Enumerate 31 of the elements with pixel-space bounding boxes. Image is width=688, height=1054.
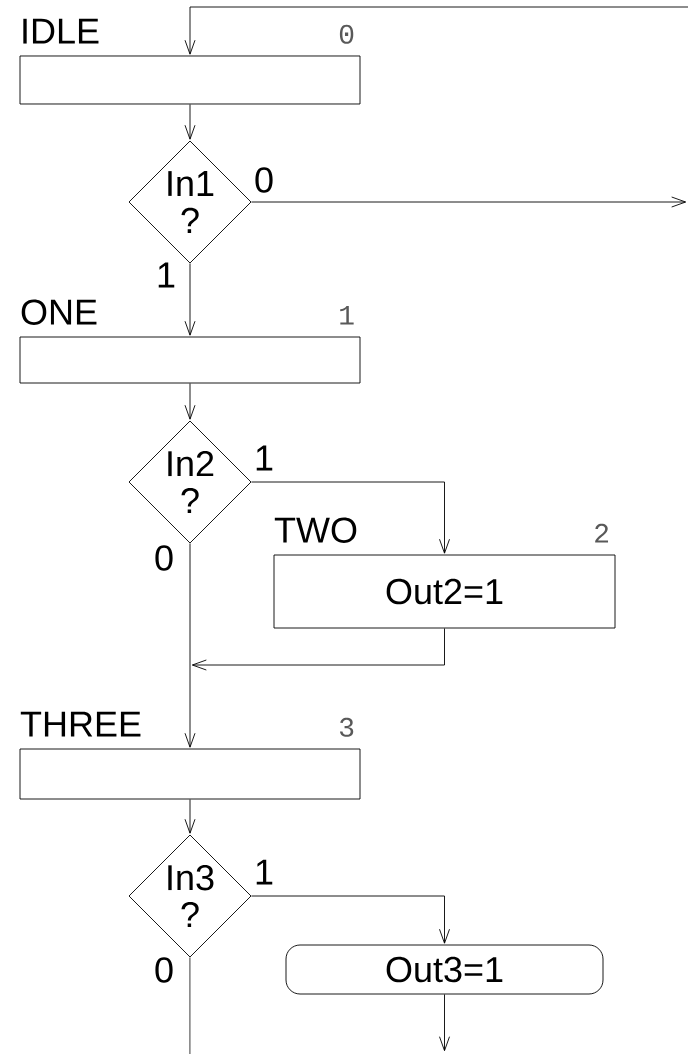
arrow <box>184 263 196 336</box>
arrow <box>251 895 450 944</box>
arrow <box>439 994 450 1052</box>
arrow <box>184 6 688 55</box>
edge-label: 0 <box>155 545 173 571</box>
arrow <box>251 196 687 208</box>
arrow <box>184 799 196 834</box>
edge-label: 0 <box>255 167 273 193</box>
node-label: TWO <box>274 517 357 543</box>
arrow <box>191 628 445 671</box>
connector-line <box>189 957 191 1054</box>
arrow <box>184 383 196 420</box>
node-label: ONE <box>21 299 97 325</box>
edge-label: 1 <box>256 859 273 885</box>
node-label: IDLE <box>23 18 99 44</box>
state-box: ONE 1 <box>19 299 361 384</box>
edge-label: 1 <box>256 445 273 471</box>
arrow <box>184 543 196 748</box>
node-label: THREE <box>20 711 141 737</box>
edge-label: 0 <box>155 957 173 983</box>
arrow <box>184 104 196 140</box>
state-box: THREE 3 <box>19 711 361 800</box>
node-label: 1 <box>340 306 354 325</box>
node-label: 0 <box>339 24 354 44</box>
state-box: IDLE 0 <box>19 18 361 105</box>
edge-label: 1 <box>158 262 175 288</box>
node-label: 2 <box>595 523 609 543</box>
arrow <box>251 481 450 554</box>
node-label: 3 <box>339 717 354 737</box>
state-box: Out2=1 TWO 2 <box>273 517 616 629</box>
output-box: Out3=1 <box>285 944 604 995</box>
